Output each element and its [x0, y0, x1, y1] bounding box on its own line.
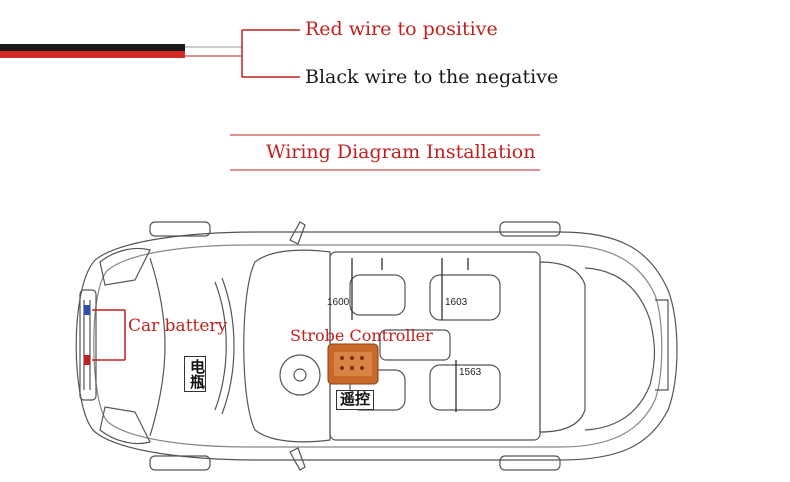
- black-wire-label: Black wire to the negative: [305, 66, 559, 88]
- car-battery-bracket: [92, 309, 126, 361]
- dimension-1563: 1563: [459, 367, 482, 378]
- battery-cn-label: 电瓶: [184, 356, 206, 392]
- remote-cn-label: 遥控: [336, 390, 374, 410]
- strobe-controller-icon: [327, 343, 379, 385]
- battery-positive-marker: [84, 305, 90, 315]
- dimension-1603: 1603: [445, 297, 468, 308]
- title-divider: [230, 134, 540, 171]
- battery-negative-marker: [84, 355, 90, 365]
- cable-icon: [0, 29, 300, 78]
- dimension-1600: 1600: [327, 297, 350, 308]
- diagram-title: Wiring Diagram Installation: [266, 141, 536, 163]
- red-wire-label: Red wire to positive: [305, 18, 498, 40]
- car-battery-label: Car battery: [128, 316, 228, 336]
- strobe-controller-label: Strobe Controller: [290, 326, 433, 345]
